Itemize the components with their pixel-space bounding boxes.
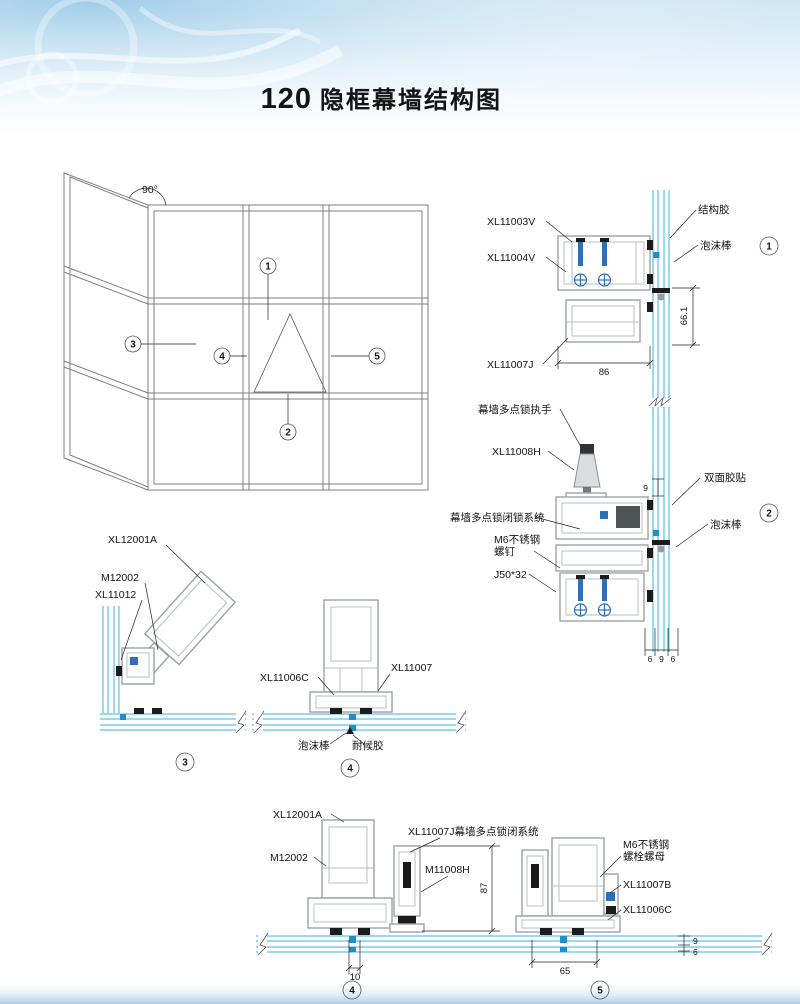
detail-5-section: XL12001A M12002 XL11007J幕墙多点锁闭系统 M11008H… — [256, 809, 773, 1000]
svg-text:4: 4 — [219, 352, 225, 363]
elevation-callout-3: 3 — [124, 335, 196, 353]
label-m11008h: M11008H — [425, 864, 470, 876]
label-xl12001a-2: XL12001A — [273, 809, 322, 821]
label-structural-sealant: 结构胶 — [698, 203, 730, 216]
angle-label: 90° — [142, 184, 158, 196]
svg-text:6: 6 — [648, 654, 653, 664]
elevation-callout-5: 5 — [331, 347, 386, 365]
dim-87: 87 — [422, 842, 500, 935]
page-title-text: 隐框幕墙结构图 — [320, 86, 502, 114]
label-xl11007: XL11007 — [391, 662, 432, 674]
svg-text:3: 3 — [182, 758, 188, 769]
label-xl11006c: XL11006C — [260, 672, 309, 684]
svg-text:6: 6 — [671, 654, 676, 664]
svg-text:87: 87 — [479, 883, 490, 894]
svg-text:6: 6 — [693, 947, 698, 957]
svg-text:3: 3 — [130, 340, 136, 351]
svg-text:4: 4 — [347, 764, 353, 775]
label-xl12001a: XL12001A — [108, 534, 157, 546]
dim-86: 86 — [554, 346, 654, 378]
handle-knob — [580, 444, 594, 454]
handle-body — [573, 453, 601, 488]
label-m12002-2: M12002 — [270, 852, 308, 864]
detail-3-callout: 3 — [175, 752, 195, 772]
bottom-band — [0, 980, 800, 1004]
svg-text:2: 2 — [766, 509, 772, 520]
label-double-tape: 双面胶贴 — [704, 471, 746, 484]
label-m12002: M12002 — [101, 572, 139, 584]
dim-66-1: 66.1 — [672, 284, 700, 349]
detail-1-section: XL11003V XL11004V XL11007J 结构胶 泡沫棒 66.1 … — [487, 203, 779, 378]
detail-4-callout: 4 — [340, 758, 360, 778]
angle-arc — [128, 187, 167, 206]
label-foam-rod-3: 泡沫棒 — [298, 739, 330, 752]
dim-bottom-696: 6 9 6 — [644, 628, 679, 664]
detail-2-callout: 2 — [759, 503, 779, 523]
label-xl11012: XL11012 — [95, 589, 136, 601]
detail-3-section: XL12001A M12002 XL11012 3 — [95, 534, 247, 772]
svg-text:2: 2 — [285, 428, 291, 439]
dim-edge: 9 6 — [678, 934, 698, 957]
svg-text:5: 5 — [597, 986, 603, 997]
label-xl11006c-2: XL11006C — [623, 904, 672, 916]
label-xl11007j: XL11007J — [487, 359, 534, 371]
elevation-view: 90° 1 2 3 4 5 — [63, 172, 429, 491]
label-xl11007j-lock-system: XL11007J幕墙多点锁闭系统 — [408, 825, 539, 838]
label-xl11008h: XL11008H — [492, 446, 541, 458]
elevation-callout-4: 4 — [213, 347, 247, 365]
detail-4-section: XL11006C XL11007 泡沫棒 耐候胶 4 — [252, 599, 467, 778]
label-weather-sealant: 耐候胶 — [352, 739, 384, 752]
label-xl11007b: XL11007B — [623, 879, 671, 891]
label-m6-bolt-2: 螺栓螺母 — [623, 850, 665, 863]
svg-text:66.1: 66.1 — [679, 307, 690, 326]
break-mark — [235, 710, 247, 734]
label-foam-rod-2: 泡沫棒 — [710, 518, 742, 531]
dim-10: 10 — [345, 940, 364, 983]
label-handle: 幕墙多点锁执手 — [478, 403, 552, 416]
detail-1-callout: 1 — [759, 236, 779, 256]
svg-text:9: 9 — [659, 654, 664, 664]
page-title: 120 隐框幕墙结构图 — [261, 83, 502, 115]
label-m6-screw-2: 螺钉 — [494, 546, 515, 558]
detail-5-callout-left: 4 — [342, 980, 362, 1000]
svg-text:1: 1 — [265, 262, 271, 273]
label-j50: J50*32 — [494, 569, 527, 581]
cloud-swirl — [0, 44, 343, 97]
label-m6-screw-1: M6不锈钢 — [494, 533, 540, 546]
svg-text:1: 1 — [766, 242, 772, 253]
detail-2-section: 幕墙多点锁执手 XL11008H 幕墙多点锁闭锁系统 双面胶贴 泡沫棒 M6不锈… — [450, 403, 779, 664]
elevation-callout-1: 1 — [259, 257, 277, 320]
break-mark — [648, 396, 672, 408]
opening-symbol — [253, 313, 327, 393]
svg-text:4: 4 — [349, 986, 355, 997]
dim-65: 65 — [528, 940, 601, 977]
glass-column — [648, 190, 673, 652]
label-m6-bolt-1: M6不锈钢 — [623, 838, 669, 851]
svg-text:9: 9 — [643, 483, 648, 493]
svg-text:5: 5 — [374, 352, 380, 363]
label-lock-system: 幕墙多点锁闭锁系统 — [450, 511, 545, 524]
elevation-callout-2: 2 — [279, 394, 297, 441]
label-xl11003v: XL11003V — [487, 216, 535, 228]
svg-text:9: 9 — [693, 936, 698, 946]
svg-text:86: 86 — [599, 367, 610, 378]
svg-text:65: 65 — [560, 966, 571, 977]
detail-5-callout-right: 5 — [590, 980, 610, 1000]
dim-joint-9: 9 — [643, 478, 664, 497]
label-xl11004v: XL11004V — [487, 252, 535, 264]
svg-text:10: 10 — [350, 972, 361, 983]
page-title-number: 120 — [261, 83, 312, 115]
label-foam-rod-1: 泡沫棒 — [700, 239, 732, 252]
